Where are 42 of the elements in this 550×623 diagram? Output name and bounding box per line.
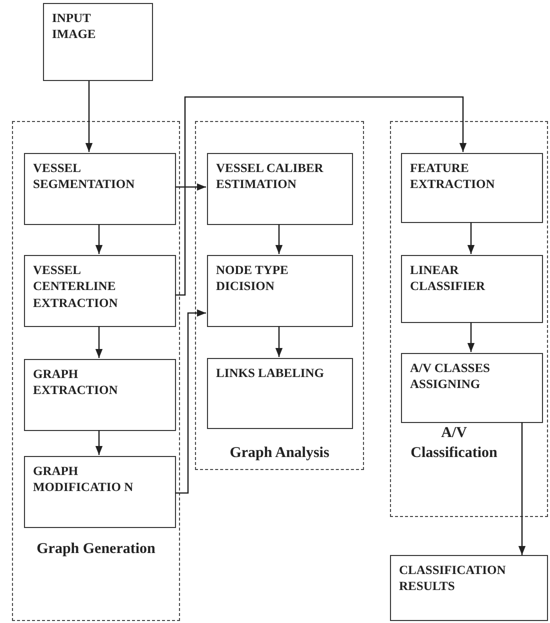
process-label: VESSEL SEGMENTATION bbox=[33, 160, 136, 192]
arrow bbox=[175, 96, 467, 296]
arrow bbox=[95, 224, 103, 254]
process-box bbox=[390, 555, 548, 621]
process-label: A/V CLASSES ASSIGNING bbox=[410, 360, 492, 392]
process-label: INPUT IMAGE bbox=[52, 10, 97, 42]
process-label: NODE TYPE DICISION bbox=[216, 262, 290, 294]
group-title: Graph Analysis bbox=[228, 444, 330, 463]
process-label: LINEAR CLASSIFIER bbox=[410, 262, 486, 294]
arrow bbox=[95, 326, 103, 358]
group-frame bbox=[12, 121, 180, 621]
process-box bbox=[401, 353, 543, 423]
group-frame bbox=[390, 121, 548, 517]
process-label: CLASSIFICATION RESULTS bbox=[399, 562, 507, 594]
process-box bbox=[24, 359, 176, 431]
process-label: GRAPH MODIFICATIO N bbox=[33, 463, 134, 496]
process-box bbox=[24, 456, 176, 528]
process-label: FEATURE EXTRACTION bbox=[410, 160, 496, 192]
arrow bbox=[275, 326, 283, 357]
group-title: A/V Classification bbox=[410, 424, 498, 462]
process-box bbox=[207, 358, 353, 429]
arrow bbox=[275, 224, 283, 254]
group-frame bbox=[195, 121, 364, 470]
process-box bbox=[24, 153, 176, 225]
process-box bbox=[207, 153, 353, 225]
group-title: Graph Generation bbox=[36, 540, 156, 559]
arrow bbox=[175, 309, 206, 494]
arrow bbox=[85, 81, 93, 152]
arrow bbox=[175, 183, 206, 191]
process-label: GRAPH EXTRACTION bbox=[33, 366, 119, 398]
process-label: VESSEL CENTERLINE EXTRACTION bbox=[33, 262, 119, 311]
process-box bbox=[207, 255, 353, 327]
process-box bbox=[24, 255, 176, 327]
arrow bbox=[95, 430, 103, 455]
process-box bbox=[401, 153, 543, 223]
process-label: LINKS LABELING bbox=[216, 365, 326, 382]
process-label: VESSEL CALIBER ESTIMATION bbox=[216, 160, 324, 192]
arrow bbox=[467, 322, 475, 352]
process-box bbox=[401, 255, 543, 323]
arrow bbox=[467, 222, 475, 254]
arrow bbox=[518, 422, 526, 555]
process-box bbox=[43, 3, 153, 81]
